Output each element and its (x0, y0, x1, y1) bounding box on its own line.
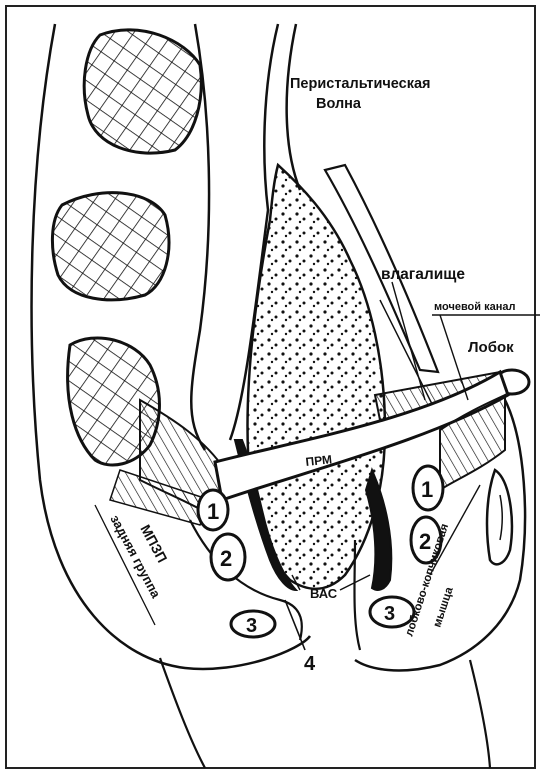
label-vagina: влагалище (381, 266, 465, 283)
oval-left-2-label: 2 (220, 546, 232, 571)
label-prm: ПРМ (305, 452, 333, 469)
oval-right-1-label: 1 (421, 477, 433, 502)
label-peristaltic-wave-1: Перистальтическая (290, 76, 431, 92)
rectum-wall-right (287, 24, 300, 190)
label-pubis: Лобок (468, 339, 514, 356)
oval-left-1-label: 1 (207, 499, 219, 524)
vertebra-1 (84, 30, 201, 153)
label-muscle: мышца (431, 585, 455, 629)
oval-right-2-label: 2 (419, 529, 431, 554)
body-lower-left (160, 658, 205, 768)
oval-right-3-label: 3 (384, 603, 395, 625)
label-urethra: мочевой канал (434, 301, 515, 313)
pubic-soft-tissue (487, 470, 512, 564)
label-4: 4 (304, 653, 316, 675)
label-peristaltic-wave-2: Волна (316, 96, 362, 112)
label-vas: ВАС (310, 586, 338, 601)
body-right-lower (470, 660, 490, 768)
oval-left-3-label: 3 (246, 615, 257, 637)
vertebra-2 (52, 193, 168, 300)
